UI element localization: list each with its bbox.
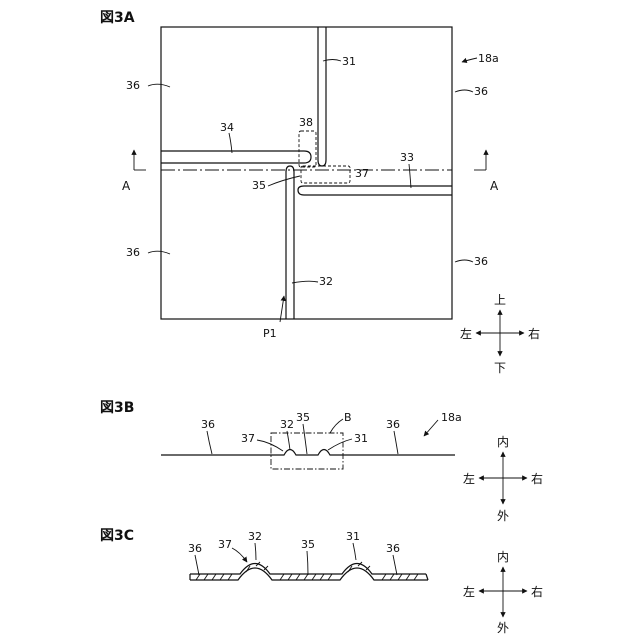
ref-36-right-3b: 36	[386, 418, 400, 431]
ref-36-top-left: 36	[126, 79, 140, 92]
dir-inner-label-3c: 内	[497, 550, 509, 564]
groove-34	[161, 151, 311, 163]
ref-32-3b: 32	[280, 418, 294, 431]
section-label-right: A	[490, 179, 499, 193]
ref-31: 31	[342, 55, 356, 68]
ref-36-left-3c: 36	[188, 542, 202, 555]
ref-18a-3b: 18a	[441, 411, 462, 424]
ref-35-3c: 35	[301, 538, 315, 551]
ref-37: 37	[355, 167, 369, 180]
ref-31-3b: 31	[354, 432, 368, 445]
ref-33: 33	[400, 151, 414, 164]
direction-indicator-3a: 上 下 左 右	[460, 293, 540, 375]
ref-37-3c: 37	[218, 538, 232, 551]
region-38-box	[299, 131, 316, 167]
region-37-box	[301, 166, 350, 183]
dir-outer-label-3b: 外	[497, 509, 509, 523]
groove-33	[298, 186, 452, 195]
ref-35-3b: 35	[296, 411, 310, 424]
ref-37-3b: 37	[241, 432, 255, 445]
panel-section-3b	[161, 450, 455, 456]
figure-3c: 図3C 36 37 32 35 31 36	[100, 528, 428, 580]
section-hatch	[196, 562, 418, 580]
ref-36-bottom-right: 36	[474, 255, 488, 268]
ref-31-3c: 31	[346, 530, 360, 543]
ref-34: 34	[220, 121, 234, 134]
ref-36-right-3c: 36	[386, 542, 400, 555]
ref-32: 32	[319, 275, 333, 288]
panel-outline	[161, 27, 452, 319]
direction-indicator-3b: 内 外 左 右	[463, 435, 543, 523]
dir-down-label: 下	[494, 361, 506, 375]
dir-outer-label-3c: 外	[497, 621, 509, 635]
figure-3c-title: 図3C	[100, 528, 134, 544]
groove-32	[286, 166, 294, 319]
direction-indicator-3c: 内 外 左 右	[463, 550, 543, 635]
dir-left-label-3c: 左	[463, 584, 475, 599]
ref-36-bottom-left: 36	[126, 246, 140, 259]
dir-right-label-3c: 右	[531, 584, 543, 599]
section-marker-right: A	[474, 150, 499, 193]
figure-3b-title: 図3B	[100, 400, 134, 416]
groove-31	[318, 27, 326, 166]
dir-right-label-3b: 右	[531, 471, 543, 486]
ref-b-3b: B	[344, 411, 352, 424]
ref-18a: 18a	[478, 52, 499, 65]
dir-left-label-3b: 左	[463, 471, 475, 486]
ref-36-left-3b: 36	[201, 418, 215, 431]
ref-36-top-right: 36	[474, 85, 488, 98]
figure-3a: 図3A A A 18a 31 36	[100, 10, 499, 340]
figure-3b: 図3B 36 32 35 B 36 37 31 18a	[100, 400, 462, 469]
section-marker-left: A	[122, 150, 146, 193]
figure-3a-title: 図3A	[100, 10, 135, 26]
section-label-left: A	[122, 179, 131, 193]
dir-up-label: 上	[494, 293, 506, 307]
ref-35: 35	[252, 179, 266, 192]
ref-p1: P1	[263, 327, 277, 340]
ref-38: 38	[299, 116, 313, 129]
dir-left-label: 左	[460, 326, 472, 341]
dir-inner-label-3b: 内	[497, 435, 509, 449]
dir-right-label: 右	[528, 326, 540, 341]
ref-32-3c: 32	[248, 530, 262, 543]
